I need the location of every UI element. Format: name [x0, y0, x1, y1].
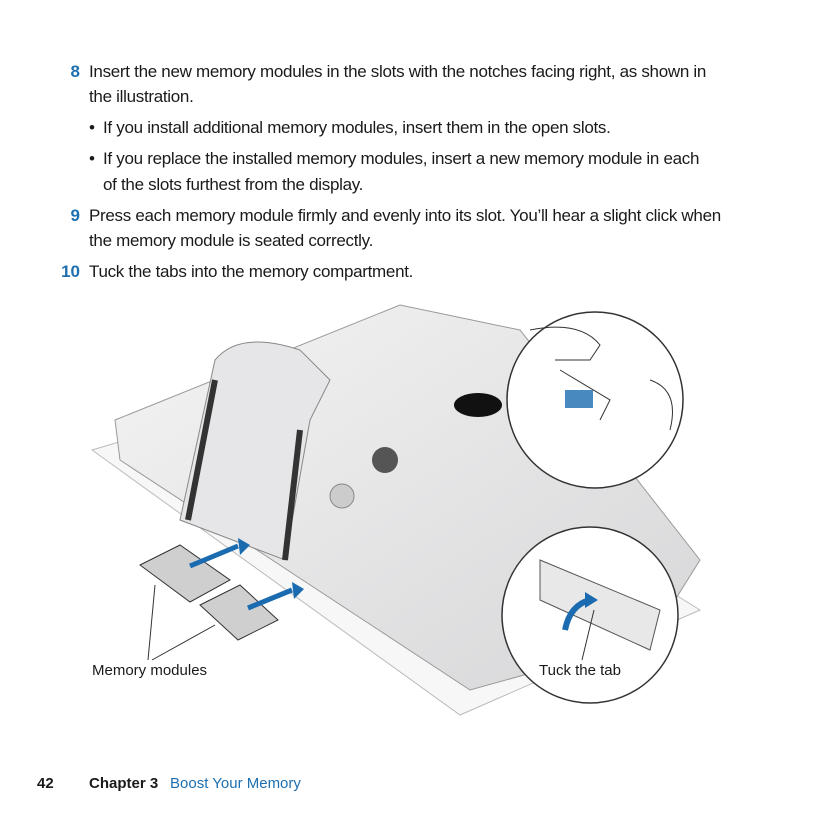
- step-number: 10: [61, 262, 80, 281]
- bullet-icon: •: [89, 149, 95, 168]
- bullet-text: If you replace the installed memory modu…: [103, 149, 700, 168]
- page-number: 42: [37, 775, 54, 792]
- chapter-label: Chapter 3: [89, 775, 159, 792]
- insert-arrow-icon: [189, 543, 239, 569]
- step-text: the illustration.: [89, 87, 194, 106]
- step-text: Insert the new memory modules in the slo…: [89, 62, 707, 81]
- insert-arrow-icon: [247, 587, 293, 611]
- step-text: the memory module is seated correctly.: [89, 231, 374, 250]
- apple-logo: [454, 393, 502, 417]
- bullet-text: If you install additional memory modules…: [103, 118, 611, 137]
- vent-icon: [372, 447, 398, 473]
- label-memory-modules: Memory modules: [92, 662, 208, 679]
- step-number: 9: [70, 206, 80, 225]
- detail-circle-hand: [506, 311, 684, 489]
- bullet-icon: •: [89, 118, 95, 137]
- step-number: 8: [70, 62, 80, 81]
- memory-module-1: [139, 544, 231, 603]
- chapter-title-link[interactable]: Boost Your Memory: [170, 775, 301, 792]
- label-tuck-the-tab: Tuck the tab: [539, 662, 621, 679]
- step-text: Press each memory module firmly and even…: [89, 206, 721, 225]
- step-text: Tuck the tabs into the memory compartmen…: [89, 262, 414, 281]
- bullet-text: of the slots furthest from the display.: [103, 175, 364, 194]
- memory-module-2: [199, 584, 279, 641]
